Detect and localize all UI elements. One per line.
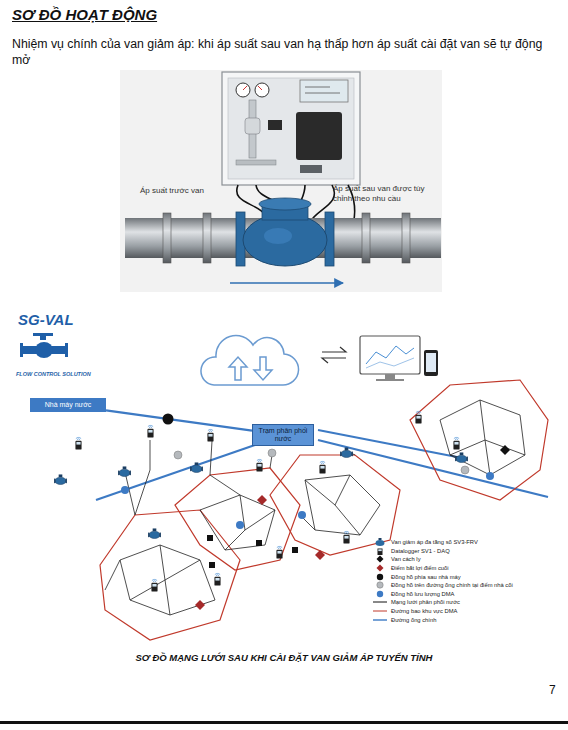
legend-symbol: [372, 607, 388, 615]
node-text: Trạm phân phối nước: [255, 427, 311, 443]
legend-symbol: [372, 564, 388, 572]
legend-item: Datalogger SV1 - DAQ: [372, 547, 513, 556]
legend-symbol: [372, 573, 388, 581]
legend-item: Đồng hồ phía sau nhà máy: [372, 572, 513, 581]
legend-text: Đường ống chính: [391, 617, 436, 623]
dma-boundary: [100, 380, 548, 640]
legend-symbol: [372, 581, 388, 589]
pressure-label: Áp suất sau van được tùy chỉnh theo nhu …: [333, 184, 441, 203]
pipeline-connector: [106, 410, 252, 430]
node-text: Nhà máy nước: [45, 401, 92, 409]
network-devices: [54, 411, 510, 610]
plant-meter: [163, 414, 174, 425]
computer-icon: [360, 336, 438, 381]
cloud-icon: [201, 335, 299, 385]
legend-text: Datalogger SV1 - DAQ: [391, 548, 450, 554]
legend-text: Đường bao khu vực DMA: [391, 608, 457, 614]
legend-item: Van giảm áp đa tầng số SV3-FRV: [372, 538, 513, 547]
figure-caption: SƠ ĐỒ MẠNG LƯỚI SAU KHI CÀI ĐẶT VAN GIẢM…: [0, 652, 568, 663]
legend-symbol: [372, 616, 388, 624]
legend-text: Van giảm áp đa tầng số SV3-FRV: [391, 539, 478, 545]
legend-item: Mạng lưới phân phối nước: [372, 598, 513, 607]
logo-icon: [20, 333, 68, 358]
valve-illustration: [120, 70, 442, 292]
intro-text: Nhiệm vụ chính của van giảm áp: khi áp s…: [12, 36, 557, 68]
legend-text: Đồng hồ phía sau nhà máy: [391, 574, 461, 580]
legend-text: Van cách ly: [391, 556, 421, 562]
facility-box: Nhà máy nước: [30, 398, 106, 412]
pressure-label: Áp suất trước van: [140, 186, 222, 195]
distribution-network: [105, 400, 525, 615]
legend-item: Đường ống chính: [372, 615, 513, 624]
legend-item: Điểm bất lợi điểm cuối: [372, 564, 513, 573]
brand-tagline: FLOW CONTROL SOLUTION: [16, 371, 91, 377]
legend-text: Điểm bất lợi điểm cuối: [391, 565, 449, 571]
legend-text: Mạng lưới phân phối nước: [391, 599, 460, 605]
legend-symbol: [372, 555, 388, 563]
legend: Van giảm áp đa tầng số SV3-FRV Datalogger…: [372, 538, 513, 624]
page-number: 7: [549, 683, 556, 697]
bottom-rule: [0, 721, 568, 724]
legend-item: Đường bao khu vực DMA: [372, 607, 513, 616]
sync-arrows: [322, 347, 346, 363]
legend-symbol: [372, 598, 388, 606]
legend-symbol: [372, 547, 388, 555]
legend-symbol: [372, 590, 388, 598]
legend-symbol: [372, 538, 388, 546]
facility-box: Trạm phân phối nước: [252, 424, 314, 446]
legend-item: Van cách ly: [372, 555, 513, 564]
legend-text: Đồng hồ lưu lượng DMA: [391, 591, 454, 597]
legend-text: Đồng hồ trên đường ống chính tại điểm nh…: [391, 582, 513, 588]
legend-item: Đồng hồ lưu lượng DMA: [372, 590, 513, 599]
main-pipeline: [96, 430, 548, 500]
brand-name: SG-VAL: [18, 311, 74, 328]
page-title: SƠ ĐỒ HOẠT ĐỘNG: [12, 6, 157, 23]
legend-item: Đồng hồ trên đường ống chính tại điểm nh…: [372, 581, 513, 590]
